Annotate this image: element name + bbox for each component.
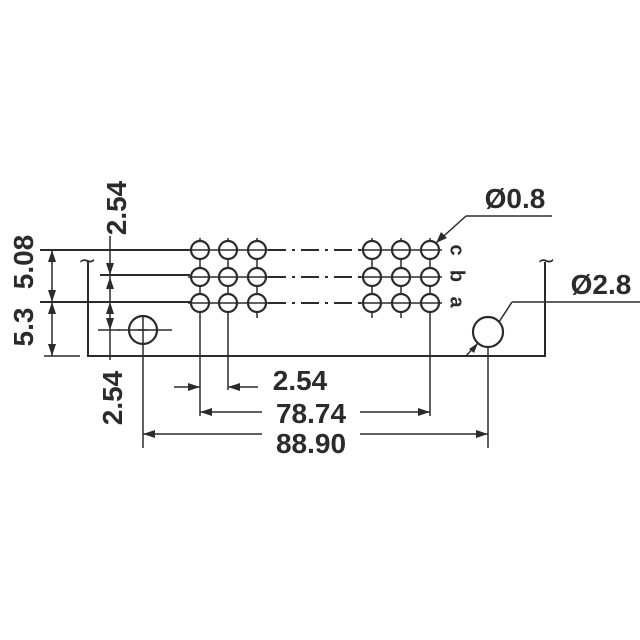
- break-symbol-right: ~: [537, 249, 555, 274]
- dim-pin-diameter: Ø0.8: [485, 183, 546, 214]
- horizontal-dimensions: [143, 383, 488, 438]
- dim-mount-span: 88.90: [276, 428, 346, 459]
- mount-hole-right: [471, 315, 505, 448]
- connector-body: [87, 262, 546, 357]
- dim-row-offset-top: 5.08: [8, 235, 39, 290]
- dim-pin-pitch-horizontal: 2.54: [273, 365, 328, 396]
- break-symbol-left: ~: [78, 249, 96, 274]
- row-label-a: a: [446, 296, 468, 308]
- row-lines: [40, 249, 365, 304]
- dim-mount-offset: 2.54: [97, 370, 128, 425]
- mount-hole-left: [118, 314, 172, 448]
- row-label-c: c: [446, 244, 468, 255]
- leader-mount-diameter: [465, 301, 640, 357]
- vertical-dimensions: [44, 236, 120, 360]
- row-labels: c b a: [446, 244, 468, 308]
- pin-holes: [188, 238, 442, 416]
- dim-mount-hole-diameter: Ø2.8: [571, 269, 632, 300]
- row-label-b: b: [446, 270, 468, 282]
- dim-pin-pitch-vertical: 2.54: [101, 180, 132, 235]
- dim-overall-height: 5.3: [8, 308, 39, 347]
- dim-pin-span: 78.74: [276, 398, 346, 429]
- dimension-labels: 2.54 5.08 5.3 2.54 2.54 78.74 88.90 Ø0.8…: [8, 180, 631, 459]
- leader-pin-diameter: [435, 215, 552, 244]
